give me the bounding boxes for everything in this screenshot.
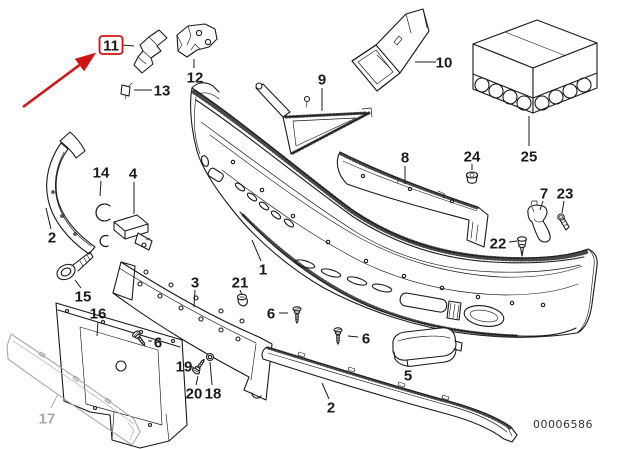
- part-6-screw: [292, 306, 302, 324]
- leader-line-23: [561, 200, 565, 214]
- callout-19[interactable]: 19: [176, 359, 193, 376]
- part-10-air-duct: [351, 8, 430, 92]
- part-18-washer: [205, 352, 215, 362]
- callout-20[interactable]: 20: [186, 386, 203, 403]
- part-8-trim-strip-upper: [336, 151, 489, 248]
- part-7-buffer-bracket: [527, 200, 551, 243]
- leader-line-21: [239, 289, 243, 296]
- callout-13[interactable]: 13: [154, 83, 171, 100]
- part-9-triangular-cover: [255, 82, 373, 156]
- leader-line-14: [99, 180, 102, 197]
- callout-6[interactable]: 6: [267, 306, 275, 323]
- part-2-trim-strip-bottom: [261, 346, 518, 443]
- callout-6[interactable]: 6: [362, 331, 370, 348]
- part-16-license-plate-base: [55, 302, 188, 449]
- leader-line-6: [347, 335, 359, 338]
- callout-2[interactable]: 2: [48, 230, 56, 247]
- callout-2[interactable]: 2: [327, 400, 335, 417]
- part-2-trim-strip-left: [46, 131, 96, 255]
- part-13-clip: [120, 82, 133, 100]
- callout-11[interactable]: 11: [103, 38, 119, 55]
- part-23-screw: [557, 213, 570, 231]
- leader-line-1: [251, 239, 262, 262]
- leader-lines-layer: [45, 44, 565, 409]
- callout-3[interactable]: 3: [191, 275, 199, 292]
- part-5-fog-lamp-cover: [392, 327, 463, 367]
- callout-18[interactable]: 18: [205, 386, 222, 403]
- callout-17[interactable]: 17: [39, 411, 56, 428]
- callout-24[interactable]: 24: [464, 149, 481, 166]
- leader-line-7: [539, 200, 544, 211]
- part-17-trim-strip-muted: [6, 333, 141, 446]
- callout-21[interactable]: 21: [232, 275, 249, 292]
- part-19-20-bolt: [190, 356, 208, 376]
- callout-9[interactable]: 9: [318, 72, 326, 89]
- part-24-nut: [465, 171, 479, 184]
- leader-line-3: [193, 289, 196, 308]
- part-21-nut: [236, 293, 248, 307]
- highlight-box: [98, 35, 124, 55]
- callout-22[interactable]: 22: [490, 236, 507, 253]
- part-1-front-bumper: [190, 82, 598, 338]
- callout-6[interactable]: 6: [154, 335, 162, 352]
- leader-line-20: [195, 375, 199, 386]
- leader-line-18: [209, 361, 213, 386]
- part-22-rivet: [516, 236, 528, 257]
- callout-16[interactable]: 16: [90, 306, 107, 323]
- highlight-arrow: [22, 52, 97, 109]
- part-14-c-clip: [95, 203, 111, 248]
- highlight-arrow-layer: [22, 52, 97, 109]
- callout-12[interactable]: 12: [187, 70, 204, 87]
- part-25-parts-box: [472, 19, 598, 114]
- diagram-id-number: 00006586: [533, 418, 593, 431]
- callout-7[interactable]: 7: [540, 186, 548, 203]
- leader-line-15: [74, 279, 82, 289]
- leader-line-2: [321, 382, 330, 400]
- leader-line-19: [190, 365, 197, 370]
- callout-15[interactable]: 15: [75, 289, 92, 306]
- callout-23[interactable]: 23: [557, 186, 574, 203]
- callout-5[interactable]: 5: [404, 368, 412, 385]
- part-4-bracket: [113, 214, 153, 251]
- callout-10[interactable]: 10: [436, 55, 453, 72]
- leader-line-16: [96, 321, 99, 337]
- callout-25[interactable]: 25: [521, 149, 538, 166]
- leader-line-22: [508, 240, 518, 243]
- leader-line-2: [45, 207, 52, 230]
- part-12-bracket: [176, 23, 218, 58]
- leader-line-17: [50, 393, 59, 409]
- callout-14[interactable]: 14: [93, 165, 110, 182]
- leader-line-11: [122, 44, 135, 47]
- part-11-bracket-highlighted: [133, 29, 168, 74]
- leader-line-5: [406, 359, 409, 368]
- diagram-artwork: [6, 8, 598, 449]
- callout-8[interactable]: 8: [401, 150, 409, 167]
- part-3-impact-absorber: [112, 261, 273, 401]
- part-6-screw: [333, 327, 343, 345]
- part-15-tow-hook: [56, 251, 94, 281]
- callout-1[interactable]: 1: [259, 262, 267, 279]
- callout-4[interactable]: 4: [129, 166, 138, 183]
